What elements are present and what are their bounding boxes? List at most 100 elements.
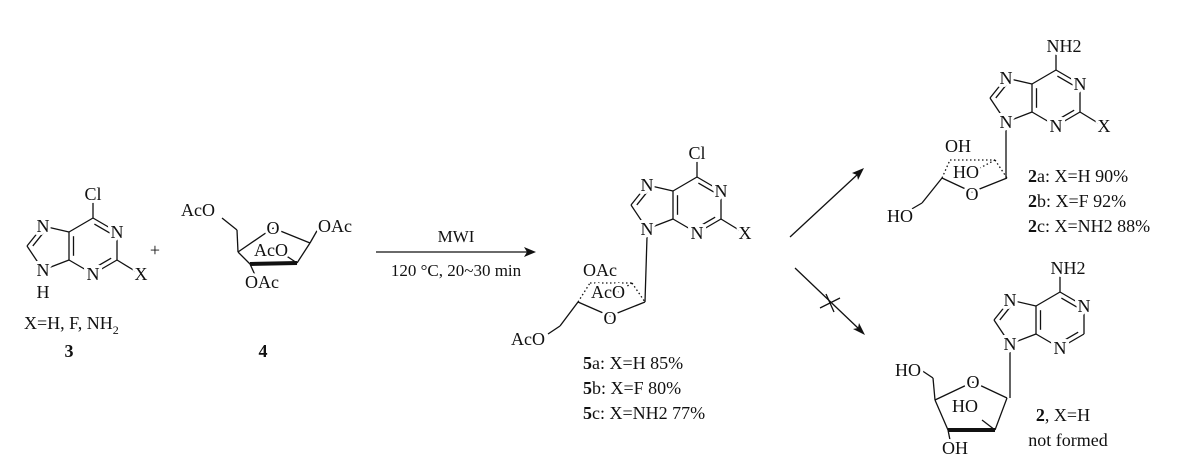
atom-n1: N [715, 181, 728, 201]
bond [1005, 111, 1033, 123]
c2-ho: HO [953, 162, 979, 182]
condition-above: MWI [438, 227, 475, 246]
bond [696, 218, 722, 234]
atom-n3: N [691, 223, 704, 243]
bond [934, 381, 974, 401]
bond [941, 177, 973, 193]
bond [698, 182, 716, 194]
bond [94, 223, 112, 235]
bond [934, 399, 949, 431]
bond [32, 231, 45, 247]
yield-text: b: X=F 92% [1037, 191, 1126, 211]
yield-entry: 2a: X=H 90% [1028, 166, 1128, 186]
atom-n9: N [37, 260, 50, 280]
purine-c6-substituent: NH2 [1051, 258, 1086, 278]
bond [917, 367, 934, 379]
bond [972, 381, 1008, 399]
bond [1059, 291, 1085, 307]
bond [979, 159, 996, 169]
atom-x: X [739, 223, 752, 243]
bond [994, 397, 1008, 431]
caption-text: , X=H [1045, 405, 1090, 425]
bond [646, 184, 674, 192]
atom-x: X [1098, 116, 1111, 136]
bond [609, 301, 646, 317]
bond [1055, 69, 1081, 85]
bond [92, 217, 118, 233]
bond [249, 261, 298, 266]
c5-ho: HO [895, 360, 921, 380]
atom-n7: N [641, 175, 654, 195]
compound-number: 2 [1028, 166, 1037, 186]
atom-x: X [135, 264, 148, 284]
bond [221, 217, 238, 231]
yield-entry: 2c: X=NH2 88% [1028, 216, 1150, 236]
bond [296, 242, 311, 264]
bond [309, 228, 319, 244]
yield-text: c: X=NH2 88% [1037, 216, 1150, 236]
atom-h9: H [37, 282, 50, 302]
bond [630, 184, 648, 206]
c5-ho: HO [887, 206, 913, 226]
bond [696, 176, 722, 192]
atom-n7: N [37, 216, 50, 236]
atom-n3: N [1054, 338, 1067, 358]
bond [932, 377, 936, 401]
condition-below: 120 °C, 20~30 min [391, 261, 522, 280]
bond [577, 301, 611, 317]
bond [720, 218, 740, 231]
c3-oh: OH [942, 438, 968, 458]
purine-c6-substituent: Cl [688, 143, 705, 163]
bond [672, 176, 698, 192]
ring-oxygen: O [267, 218, 280, 238]
bond [921, 177, 943, 204]
bond [993, 299, 1011, 321]
compound-4-number: 4 [259, 341, 268, 361]
bond [909, 202, 923, 211]
purine-c6-substituent: Cl [84, 184, 101, 204]
ring-oxygen: O [966, 184, 979, 204]
yield-text: a: X=H 90% [1037, 166, 1128, 186]
compound-number: 5 [583, 353, 592, 373]
bond [42, 259, 70, 271]
compound-number: 2 [1036, 405, 1045, 425]
compound-number: 5 [583, 378, 592, 398]
yield-entry: 5c: X=NH2 77% [583, 403, 705, 423]
bond [995, 83, 1008, 99]
bond [559, 301, 579, 327]
bond [1061, 297, 1079, 309]
compound-5-yields: 5a: X=H 85%5b: X=F 80%5c: X=NH2 77% [583, 353, 705, 423]
bond [631, 282, 646, 303]
bond [636, 190, 649, 206]
yield-entry: 5a: X=H 85% [583, 353, 683, 373]
bond [94, 257, 112, 269]
c2-aco: AcO [254, 240, 288, 260]
compound-3-substituents: X=H, F, NH2 [24, 313, 119, 337]
bond [1031, 111, 1057, 127]
not-formed-note: not formed [1028, 430, 1107, 450]
bond [1057, 109, 1075, 121]
bond [116, 259, 136, 272]
bond [1009, 299, 1037, 307]
bond [1079, 111, 1099, 124]
bond [1035, 291, 1061, 307]
bond-lines [26, 52, 1099, 441]
bond [941, 159, 951, 179]
compound-number: 5 [583, 403, 592, 423]
atom-n7: N [1000, 68, 1013, 88]
yield-text: c: X=NH2 77% [592, 403, 705, 423]
bond [236, 229, 239, 253]
c5-aco: AcO [181, 200, 215, 220]
bond [993, 319, 1011, 345]
ring-oxygen: O [967, 372, 980, 392]
bond [630, 204, 648, 230]
atom-n9: N [1000, 112, 1013, 132]
purine-c6-substituent: NH2 [1047, 36, 1082, 56]
bond [617, 282, 633, 293]
yield-text: b: X=F 80% [592, 378, 681, 398]
bond [989, 77, 1007, 99]
c3-oac: OAc [245, 272, 279, 292]
bond [1055, 111, 1081, 127]
